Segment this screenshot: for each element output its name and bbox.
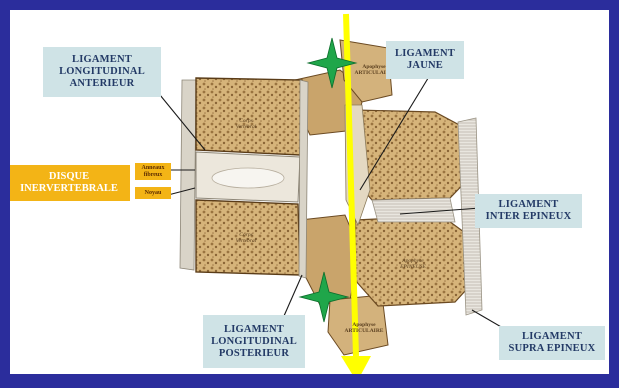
spinous-process-upper — [355, 110, 472, 200]
label-ligament-supra-epineux: LIGAMENT SUPRA EPINEUX — [499, 326, 605, 360]
label-apophyse-epineuse: Apophyse EPINEUSE — [388, 258, 438, 270]
label-apophyse-articulaire-lower: Apophyse ARTICULAIRE — [332, 322, 396, 334]
interspinous-ligament — [372, 198, 455, 222]
label-noyau: Noyau — [135, 187, 171, 199]
nucleus — [212, 168, 284, 188]
posterior-longitudinal-ligament — [299, 80, 308, 278]
label-ligament-longitudinal-anterieur: LIGAMENT LONGITUDINAL ANTERIEUR — [43, 47, 161, 97]
anterior-longitudinal-ligament — [180, 80, 196, 270]
vertebral-body-upper — [196, 78, 302, 155]
diagram-panel: Corps Vertébral Corps Vertébral Apophyse… — [10, 10, 609, 374]
label-anneaux-fibreux: Anneaux fibreux — [135, 163, 171, 180]
label-corps-lower: Corps Vertébral — [222, 232, 270, 244]
label-ligament-longitudinal-posterieur: LIGAMENT LONGITUDINAL POSTERIEUR — [203, 315, 305, 368]
label-corps-upper: Corps Vertébral — [222, 118, 270, 130]
label-ligament-jaune: LIGAMENT JAUNE — [386, 41, 464, 79]
label-disque-intervertebrale: DISQUE INERVERTEBRALE — [10, 165, 130, 201]
label-ligament-inter-epineux: LIGAMENT INTER EPINEUX — [475, 194, 582, 228]
